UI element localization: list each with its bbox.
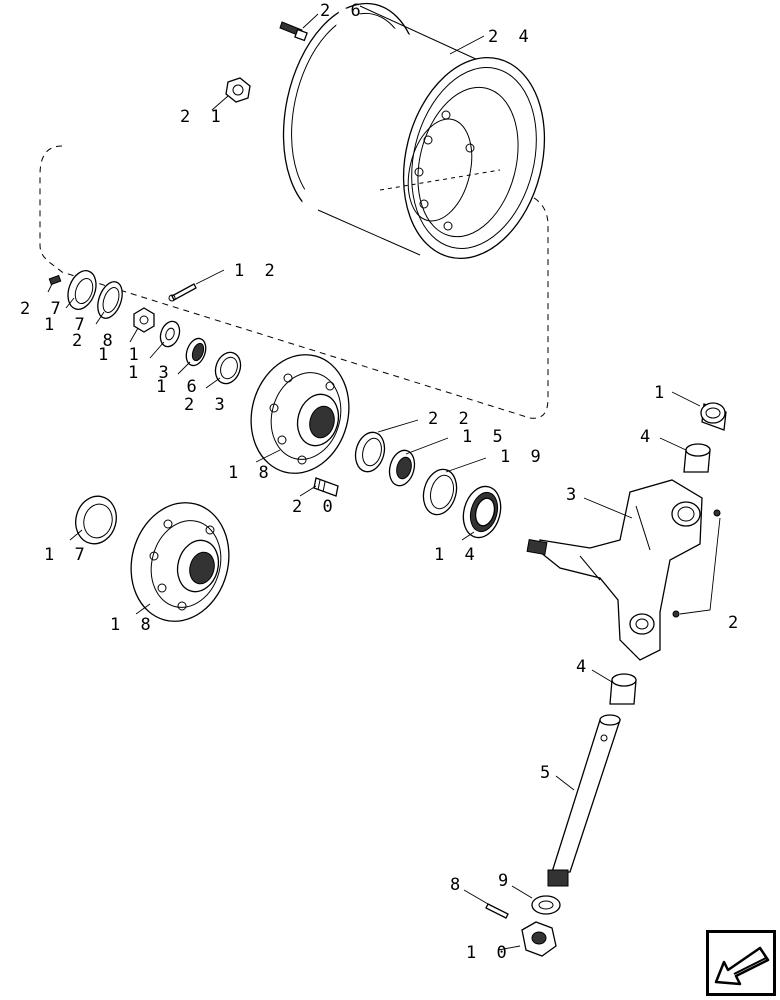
callout-16: 1 6 [156,377,202,397]
bushing-part-4-lower [609,673,637,705]
callout-1: 1 [654,383,669,403]
grease-fitting-part-2 [672,509,721,618]
callout-10: 1 0 [466,943,512,963]
king-pin-part-5 [547,714,621,887]
hub-cap-part-17-lower [75,495,117,545]
assembly-guide-dashed-line [39,145,549,419]
callout-22: 2 2 [428,409,474,429]
callout-20: 2 0 [292,497,338,517]
callout-26: 2 6 [320,1,366,21]
gasket-part-28 [97,281,123,319]
hub-part-18-lower [130,502,230,622]
bearing-cone-part-16 [185,337,207,367]
leader-lines [47,13,721,951]
wheel-stud-part-20 [313,477,339,497]
spindle-knuckle-part-3 [526,479,703,661]
callout-13: 1 3 [128,363,174,383]
callout-14: 1 4 [434,545,480,565]
callout-8: 8 [450,875,465,895]
bushing-part-4-upper [683,443,711,473]
callout-17-upper: 1 7 [44,315,90,335]
callout-27: 2 7 [20,299,66,319]
cotter-pin-part-8 [485,903,509,919]
callout-18-upper: 1 8 [228,463,274,483]
bearing-cup-part-23 [214,351,242,385]
callout-15: 1 5 [462,427,508,447]
valve-stem-part-26 [279,21,308,42]
hub-cap-part-17-upper [67,270,97,310]
callout-3: 3 [566,485,581,505]
callout-5: 5 [540,763,555,783]
back-navigation-button[interactable] [706,930,776,996]
bearing-cup-part-22 [354,431,386,473]
callout-4-upper: 4 [640,427,655,447]
callout-4-lower: 4 [576,657,591,677]
washer-part-13 [159,320,181,348]
callout-19: 1 9 [500,447,546,467]
screw-part-27 [48,274,62,286]
arrow-down-left-icon [706,930,776,996]
bearing-cup-part-19 [422,468,458,516]
callout-12: 1 2 [234,261,280,281]
bearing-cone-part-15 [388,449,416,487]
cotter-pin-part-12 [168,283,197,302]
callout-9: 9 [498,871,513,891]
callout-labels: 2 6 2 4 2 1 1 2 2 7 1 7 2 8 1 1 1 3 1 6 … [20,1,743,963]
seal-part-14 [462,485,502,539]
callout-2: 2 [728,613,743,633]
washer-part-9 [531,895,561,915]
callout-21: 2 1 [180,107,226,127]
callout-23: 2 3 [184,395,230,415]
callout-18-lower: 1 8 [110,615,156,635]
callout-11: 1 1 [98,345,144,365]
castle-nut-part-10 [521,921,557,957]
callout-17-lower: 1 7 [44,545,90,565]
callout-28: 2 8 [72,331,118,351]
wheel-rim-part-24 [282,2,546,259]
hub-part-18-upper [250,354,350,474]
castle-nut-part-11 [133,307,155,333]
bushing-part-1 [700,402,727,431]
wheel-nut-part-21 [225,77,251,103]
callout-24: 2 4 [488,27,534,47]
